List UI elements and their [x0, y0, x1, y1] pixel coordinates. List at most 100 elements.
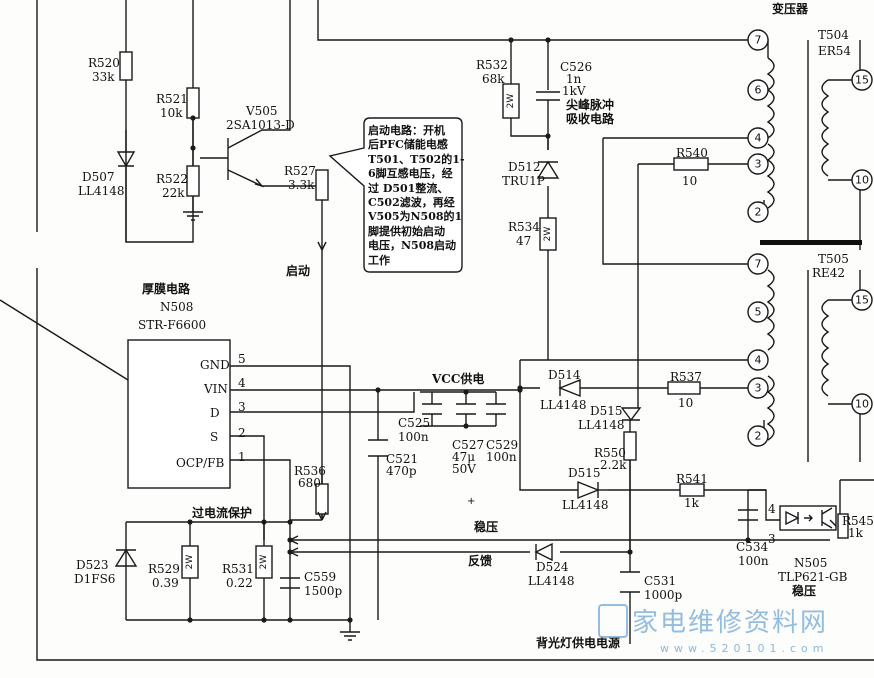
r540-body [673, 157, 709, 171]
d515a-ref: D515 [590, 404, 623, 418]
transformer-header: 变压器 [772, 2, 809, 16]
r534-body [539, 217, 557, 251]
r536-value: 680 [298, 476, 321, 490]
c531-plates [620, 571, 640, 593]
r536-body [315, 483, 329, 515]
ic-pin-1-no: 1 [238, 450, 246, 464]
c521-plates [368, 439, 388, 457]
ic-pin-ocpfb: OCP/FB [176, 456, 225, 470]
t505-pin-7: 7 [755, 258, 762, 271]
startup-arrow [317, 241, 327, 251]
ic-pin-s: S [210, 430, 219, 444]
c559-value: 1500p [304, 584, 343, 598]
d515a-value: LL4148 [578, 418, 625, 432]
c534-value: 100n [738, 554, 769, 568]
r540-value: 10 [682, 174, 698, 188]
c526-voltage: 1kV [562, 84, 586, 98]
r532-value: 68k [482, 72, 505, 86]
watermark-url: www.520101.com [660, 642, 829, 655]
v505-part: 2SA1013-D [226, 118, 295, 132]
ic-part: STR-F6600 [138, 318, 207, 332]
opto-pin-4: 4 [768, 502, 776, 516]
r545-value: 1k [848, 526, 863, 540]
resistors: 2W 2W 2W 2W [119, 51, 849, 579]
spike-absorb-label-1: 尖峰脉冲 [566, 98, 615, 112]
c527-plates [456, 403, 476, 415]
d514-value: LL4148 [540, 398, 587, 412]
r520-ref: R520 [88, 56, 120, 70]
d512-ref: D512 [508, 160, 541, 174]
r550-value: 2.2k [600, 458, 627, 472]
r529-ref: R529 [148, 562, 180, 576]
d507-value: LL4148 [78, 184, 125, 198]
ic-pin-4-no: 4 [238, 376, 246, 390]
d523-symbol [114, 548, 138, 567]
r537-value: 10 [678, 396, 694, 410]
r545-ref: R545 [842, 514, 874, 528]
ic-pin-3-no: 3 [238, 400, 246, 414]
t504-core: ER54 [818, 44, 852, 58]
capacitors [280, 91, 758, 593]
ic-title: 厚膜电路 [142, 282, 191, 296]
d515a-symbol [620, 407, 642, 422]
note-line: 启动电路：开机 [368, 124, 445, 137]
t505-pin-15: 15 [855, 294, 869, 307]
note-line: V505为N508的1 [368, 210, 463, 224]
r521-ref: R521 [156, 92, 188, 106]
t504-pin-3: 3 [755, 158, 762, 171]
t504-pin-7: 7 [755, 34, 762, 47]
svg-text:2W: 2W [543, 227, 553, 242]
watermark-logo-icon [598, 604, 628, 638]
t504-pin-10: 10 [855, 174, 869, 187]
d515b-value: LL4148 [562, 498, 609, 512]
diodes [114, 151, 642, 567]
d512-value: TRU1P [502, 174, 545, 188]
feedback-arrow [289, 547, 299, 557]
note-line: C502滤波，再经 [368, 196, 455, 210]
c521-ref: C521 [386, 452, 419, 466]
ic-pin-2-no: 2 [238, 426, 246, 440]
d507-ref: D507 [82, 170, 115, 184]
d524-ref: D524 [536, 560, 569, 574]
startup-label: 启动 [286, 264, 311, 278]
d523-value: D1FS6 [74, 572, 116, 586]
note-line: 6脚互感电压，经 [368, 167, 453, 181]
ic-ref: N508 [160, 300, 194, 314]
c529-plates [486, 403, 506, 415]
vcc-supply-label: VCC供电 [432, 372, 485, 386]
transformer-core-separator [760, 240, 862, 245]
c531-ref: C531 [644, 574, 677, 588]
c527-ref: C527 [452, 438, 485, 452]
ic-pin-gnd: GND [200, 358, 230, 372]
ic-n508-body [127, 339, 231, 489]
c525-ref: C525 [398, 416, 431, 430]
r527-value: 3.3k [288, 178, 315, 192]
t505-ref: T505 [818, 252, 849, 266]
r522-body [186, 165, 200, 197]
t504-pin-15: 15 [855, 74, 869, 87]
r521-value: 10k [160, 106, 183, 120]
transformer-pins [747, 29, 873, 447]
v505-ref: V505 [246, 104, 278, 118]
d523-ref: D523 [76, 558, 109, 572]
optocoupler-part: TLP621-GB [778, 570, 848, 584]
d515b-ref: D515 [568, 466, 601, 480]
ic-pin-vin: VIN [204, 382, 228, 396]
t505-pin-4: 4 [755, 354, 762, 367]
c559-plates [280, 577, 300, 589]
regulation-label: 稳压 [474, 520, 499, 534]
r527-ref: R527 [284, 164, 316, 178]
svg-text:+: + [467, 496, 475, 507]
note-line: 脚提供初始启动 [368, 224, 445, 238]
feedback-label: 反馈 [468, 554, 493, 568]
r522-value: 22k [162, 186, 185, 200]
r537-ref: R537 [670, 370, 702, 384]
r532-ref: R532 [476, 58, 508, 72]
ic-pin-5-no: 5 [238, 352, 246, 366]
backlight-supply-label: 背光灯供电电源 [536, 636, 621, 650]
opto-pin-3: 3 [768, 532, 776, 546]
d524-symbol [534, 542, 553, 562]
r522-ref: R522 [156, 172, 188, 186]
transistor-v505 [200, 138, 265, 188]
